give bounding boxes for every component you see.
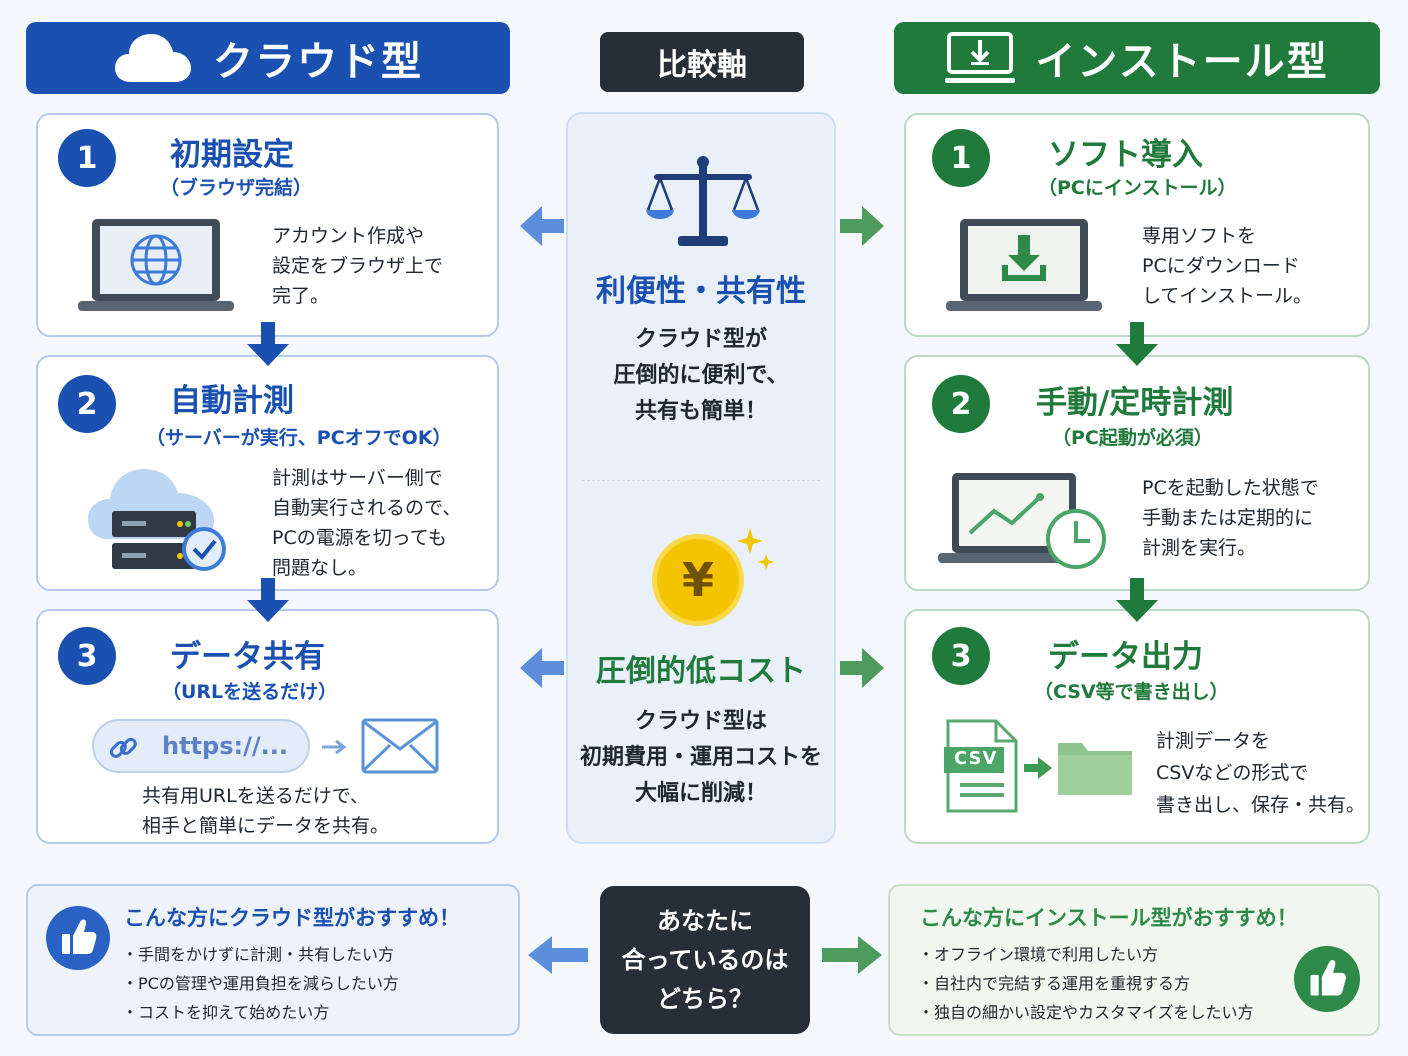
url-text: https://... xyxy=(162,732,288,760)
thumbs-up-icon xyxy=(1294,946,1360,1012)
axis-divider xyxy=(582,480,820,481)
list-item: ・コストを抑えて始めたい方 xyxy=(122,1003,330,1022)
laptop-download-icon xyxy=(946,219,1102,311)
arrow-right-icon xyxy=(322,739,347,755)
arrow-down-icon xyxy=(247,322,289,366)
axis-title-cost: 圧倒的低コスト xyxy=(596,654,806,689)
step-description: 専用ソフトを PCにダウンロード してインストール。 xyxy=(1142,225,1313,307)
axis-header: 比較軸 xyxy=(600,32,804,92)
comparison-axis-panel: 利便性・共有性 クラウド型が 圧倒的に便利で、 共有も簡単！ ¥ 圧倒的低コスト… xyxy=(566,112,836,844)
csv-file-icon xyxy=(944,719,1018,813)
step-description: PCを起動した状態で 手動または定期的に 計測を実行。 xyxy=(1142,477,1319,559)
cloud-step-2-card: 2 自動計測 （サーバーが実行、PCオフでOK） 計測はサーバー側で 自動実行さ… xyxy=(36,355,499,591)
step-title: 手動/定時計測 xyxy=(1036,385,1234,421)
step-number: 1 xyxy=(932,129,990,187)
download-icon xyxy=(1002,235,1046,281)
folder-icon xyxy=(1058,743,1132,795)
list-item: ・独自の細かい設定やカスタマイズをしたい方 xyxy=(918,1003,1254,1022)
step-title: ソフト導入 xyxy=(1048,137,1203,173)
url-pill: https://... xyxy=(92,719,310,773)
envelope-icon xyxy=(361,718,439,774)
axis-desc-convenience: クラウド型が 圧倒的に便利で、 共有も簡単！ xyxy=(613,327,789,424)
step-number: 3 xyxy=(932,627,990,685)
arrow-down-icon xyxy=(1116,578,1158,622)
arrow-left-icon xyxy=(528,936,588,974)
sparkle-icon xyxy=(737,528,774,570)
step-title: データ共有 xyxy=(170,639,325,675)
arrow-down-icon xyxy=(1116,322,1158,366)
cloud-recommendation-list: ・手間をかけずに計測・共有したい方 ・PCの管理や運用負担を減らしたい方 ・コス… xyxy=(122,940,399,1027)
step-subtitle: （PC起動が必須） xyxy=(1052,427,1213,449)
cloud-header: クラウド型 xyxy=(26,22,510,94)
list-item: ・PCの管理や運用負担を減らしたい方 xyxy=(122,974,399,993)
thumbs-up-icon xyxy=(46,906,110,970)
arrow-right-icon xyxy=(840,648,884,688)
step-number: 1 xyxy=(58,129,116,187)
install-recommendation-list: ・オフライン環境で利用したい方 ・自社内で完結する運用を重視する方 ・独自の細か… xyxy=(918,940,1254,1027)
step-number: 2 xyxy=(58,375,116,433)
step-description: アカウント作成や 設定をブラウザ上で 完了。 xyxy=(272,225,444,307)
install-header-title: インストール型 xyxy=(1035,39,1329,85)
link-icon xyxy=(109,737,137,758)
balance-scale-icon xyxy=(646,156,760,246)
step-description: 共有用URLを送るだけで、 相手と簡単にデータを共有。 xyxy=(142,785,390,837)
which-fits-you-box: あなたに 合っているのは どちら？ xyxy=(600,886,810,1034)
yen-coin-icon: ¥ xyxy=(652,534,744,626)
cloud-recommendation: こんな方にクラウド型がおすすめ！ ・手間をかけずに計測・共有したい方 ・PCの管… xyxy=(26,884,520,1036)
install-recommendation: こんな方にインストール型がおすすめ！ ・オフライン環境で利用したい方 ・自社内で… xyxy=(888,884,1380,1036)
step-subtitle: （PCにインストール） xyxy=(1038,177,1237,199)
cloud-step-3-card: 3 データ共有 （URLを送るだけ） https://... 共有用URLを送る… xyxy=(36,609,499,844)
step-number: 2 xyxy=(932,375,990,433)
globe-icon xyxy=(130,234,182,286)
install-header: インストール型 xyxy=(894,22,1380,94)
arrow-right-icon xyxy=(822,936,882,974)
monitor-download-icon xyxy=(945,32,1016,83)
axis-desc-cost: クラウド型は 初期費用・運用コストを 大幅に削減！ xyxy=(579,709,822,806)
list-item: ・自社内で完結する運用を重視する方 xyxy=(918,974,1191,993)
step-title: 初期設定 xyxy=(170,137,294,173)
install-recommendation-title: こんな方にインストール型がおすすめ！ xyxy=(920,906,1298,930)
cloud-icon xyxy=(115,34,191,82)
csv-file-label: CSV xyxy=(954,748,998,769)
list-item: ・手間をかけずに計測・共有したい方 xyxy=(122,945,395,964)
step-description: 計測はサーバー側で 自動実行されるので、 PCの電源を切っても 問題なし。 xyxy=(272,467,462,579)
arrow-right-icon xyxy=(840,206,884,246)
step-subtitle: （CSV等で書き出し） xyxy=(1034,681,1229,703)
arrow-right-icon xyxy=(1024,757,1052,779)
install-step-2-card: 2 手動/定時計測 （PC起動が必須） PCを起動した状態で 手動または定期的に… xyxy=(904,355,1370,591)
cloud-header-title: クラウド型 xyxy=(213,39,423,85)
install-step-1-card: 1 ソフト導入 （PCにインストール） 専用ソフトを PCにダウンロード してイ… xyxy=(904,113,1370,337)
arrow-left-icon xyxy=(520,648,564,688)
step-description: 計測データを CSVなどの形式で 書き出し、保存・共有。 xyxy=(1156,730,1366,816)
step-subtitle: （ブラウザ完結） xyxy=(160,177,313,199)
axis-title-convenience: 利便性・共有性 xyxy=(596,274,806,309)
step-title: 自動計測 xyxy=(170,383,294,419)
step-title: データ出力 xyxy=(1048,639,1203,675)
arrow-left-icon xyxy=(520,206,564,246)
step-number: 3 xyxy=(58,627,116,685)
step-subtitle: （サーバーが実行、PCオフでOK） xyxy=(146,427,452,449)
cloud-recommendation-title: こんな方にクラウド型がおすすめ！ xyxy=(124,906,460,930)
arrow-down-icon xyxy=(247,578,289,622)
install-step-3-card: 3 データ出力 （CSV等で書き出し） CSV 計測データを CSVなどの形式で… xyxy=(904,609,1370,844)
laptop-globe-icon xyxy=(78,219,234,311)
yen-symbol: ¥ xyxy=(681,553,714,607)
cloud-step-1-card: 1 初期設定 （ブラウザ完結） アカウント作成や 設定をブラウザ上で 完了。 xyxy=(36,113,499,337)
server-cloud-icon xyxy=(88,469,226,571)
step-subtitle: （URLを送るだけ） xyxy=(162,681,338,703)
list-item: ・オフライン環境で利用したい方 xyxy=(918,945,1159,964)
chart-clock-icon xyxy=(938,473,1106,569)
